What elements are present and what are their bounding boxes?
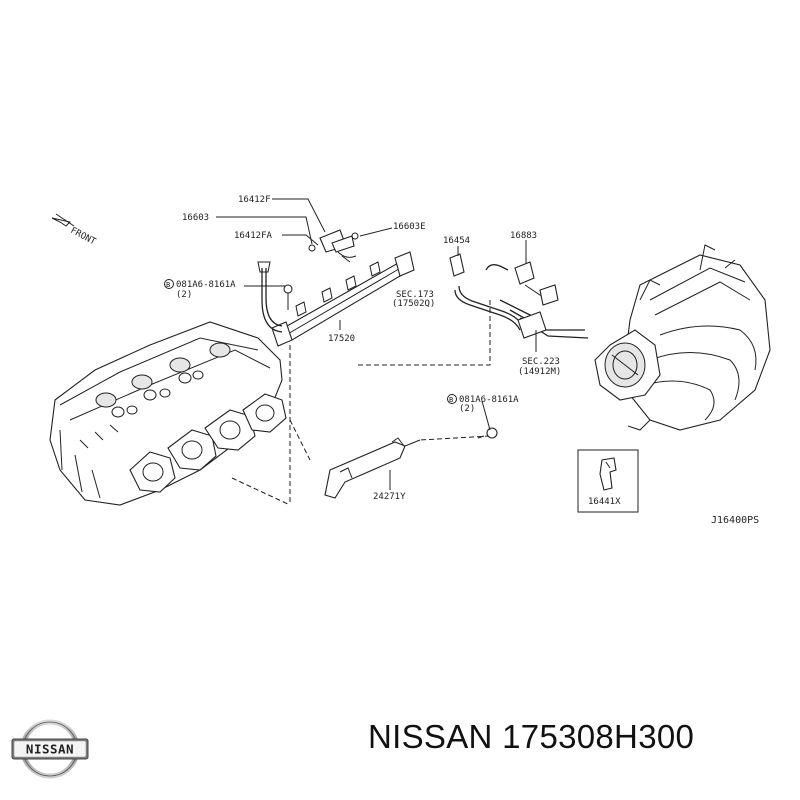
bolt-top-circle	[164, 279, 174, 289]
inset-part-box	[577, 449, 639, 513]
label-bolt-top-code: 081A6-8161A	[176, 280, 236, 290]
part-number: 175308H300	[502, 718, 695, 755]
cylinder-head-drawing	[49, 321, 287, 506]
label-sec223: SEC.223	[522, 357, 560, 367]
label-bolt-bottom-qty: (2)	[459, 404, 475, 414]
injector-parts-drawing	[308, 229, 359, 263]
label-16603e: 16603E	[393, 222, 426, 232]
label-16883: 16883	[510, 231, 537, 241]
front-label: FRONT	[69, 226, 98, 248]
label-bolt-bottom-code: 081A6-8161A	[459, 395, 519, 405]
front-direction-indicator: FRONT	[51, 213, 98, 248]
label-sec223-ref: (14912M)	[518, 367, 561, 377]
part-title: NISSAN 175308H300	[368, 718, 694, 756]
fuel-rail-drawing	[257, 251, 415, 347]
label-sec173: SEC.173	[396, 290, 434, 300]
bracket-drawing	[324, 437, 421, 499]
leader-dashed-lines	[231, 300, 491, 506]
label-16412f: 16412F	[238, 195, 271, 205]
drawing-code: J16400PS	[711, 515, 759, 526]
label-16454: 16454	[443, 236, 470, 246]
label-16441x: 16441X	[588, 497, 621, 507]
rail-bolt-drawing	[283, 284, 293, 310]
bolt-bottom-circle-letter: B	[449, 396, 453, 404]
label-leaders	[216, 198, 537, 490]
label-16412fa: 16412FA	[234, 231, 273, 241]
intake-manifold-drawing	[594, 244, 771, 431]
label-16603: 16603	[182, 213, 209, 223]
bracket-bolt-drawing	[477, 427, 498, 439]
label-bolt-top-qty: (2)	[176, 290, 192, 300]
nissan-logo: NISSAN	[11, 719, 89, 779]
label-sec173-ref: (17502Q)	[392, 299, 435, 309]
label-24271y: 24271Y	[373, 492, 406, 502]
brand-name: NISSAN	[368, 718, 493, 755]
nissan-logo-text: NISSAN	[26, 742, 74, 757]
clip-and-hose-drawing	[449, 253, 589, 339]
label-17520: 17520	[328, 334, 355, 344]
bolt-bottom-circle	[447, 394, 457, 404]
bolt-top-circle-letter: B	[166, 281, 170, 289]
